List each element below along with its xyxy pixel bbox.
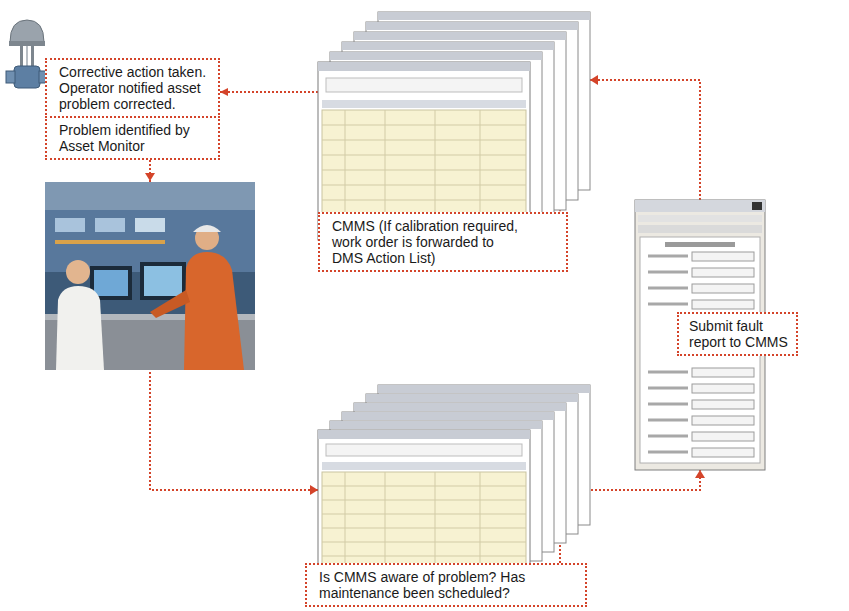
flow-arrowhead [695,470,705,478]
window-header [326,78,522,92]
form-input [692,368,754,377]
table-body [322,472,526,566]
window-title-bar [378,385,590,393]
form-input [692,448,754,457]
window-title-bar [330,52,542,60]
cmms-screenshot-stack [318,385,590,570]
callout-box: Problem identified by Asset Monitor [45,116,220,160]
form-input [692,384,754,393]
photo-panel-lights [55,240,165,244]
callout-text: Is CMMS aware of problem? Has maintenanc… [319,569,549,601]
window-title-bar [342,412,554,420]
control-room-photo [45,182,255,370]
flow-arrowhead [590,75,598,85]
valve-actuator [10,20,44,42]
window-title-bar [318,62,530,71]
flow-arrowhead [310,485,318,495]
photo-ground [45,182,255,370]
form-input [692,284,754,293]
callout-box: Submit fault report to CMMS [677,312,798,356]
form-input [692,432,754,441]
window-title-bar [354,32,566,40]
valve-yoke [31,46,34,66]
photo-ceiling [45,182,255,210]
flow-arrowhead [145,173,155,181]
photo-person-body [56,286,104,370]
photo-panel-screen [135,218,165,232]
table-header-row [322,462,526,470]
window-title-bar [342,42,554,50]
window-title-bar [318,430,530,439]
valve-icon [6,20,48,88]
form-input [692,268,754,277]
window-frame [318,430,530,570]
form-input [692,300,754,309]
photo-panel-screen [95,218,125,232]
callout-text: Problem identified by Asset Monitor [59,122,210,154]
callout-box: Corrective action taken. Operator notifi… [45,58,220,118]
photo-person-arm [150,290,190,318]
callout-box: CMMS (If calibration required, work orde… [318,212,568,272]
window-header [326,444,522,456]
callout-text: Corrective action taken. Operator notifi… [59,64,210,112]
window-close-button [752,202,762,210]
valve-body [14,66,40,88]
table-header-row [322,100,526,108]
callout-text: CMMS (If calibration required, work orde… [332,218,522,266]
photo-monitor-screen [94,270,128,296]
window-title-bar [354,403,566,411]
valve-actuator-rim [9,41,45,46]
photo-person-coverall [184,252,244,370]
photo-person-head [66,260,90,284]
window-toolbar [638,225,762,233]
valve-flange [6,71,15,83]
valve-stem [26,46,28,68]
form-input [692,416,754,425]
callout-box: Is CMMS aware of problem? Has maintenanc… [305,563,587,607]
photo-hard-hat [193,225,221,232]
table-grid [322,472,526,566]
cmms-screenshot-stack [318,12,590,240]
form-heading [665,242,735,247]
photo-monitor-screen [144,266,182,296]
valve-yoke [20,46,23,66]
window-title-bar [366,394,578,402]
window-title-bar [378,12,590,20]
window-title-bar [330,421,542,429]
callout-text: Submit fault report to CMMS [689,318,790,350]
photo-panel-screen [55,218,85,232]
form-input [692,400,754,409]
form-input [692,252,754,261]
window-title-bar [635,200,765,212]
window-menu-bar [638,215,762,222]
window-title-bar [366,22,578,30]
